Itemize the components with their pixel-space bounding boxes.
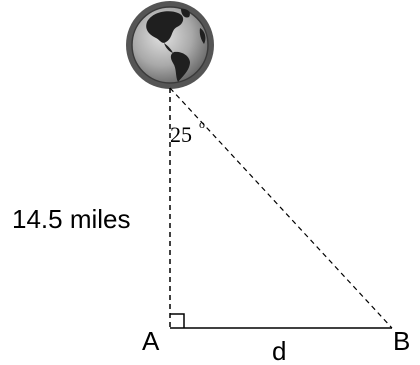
angle-label: 25: [170, 122, 192, 147]
hypotenuse-line: [169, 87, 393, 329]
earth-globe-icon: [126, 1, 214, 89]
horizontal-side-label: d: [272, 336, 286, 365]
right-angle-marker: [170, 313, 185, 328]
angle-degree-symbol: o: [199, 117, 205, 131]
vertical-side-label: 14.5 miles: [12, 204, 131, 234]
point-b-label: B: [393, 326, 410, 356]
point-a-label: A: [142, 326, 160, 356]
